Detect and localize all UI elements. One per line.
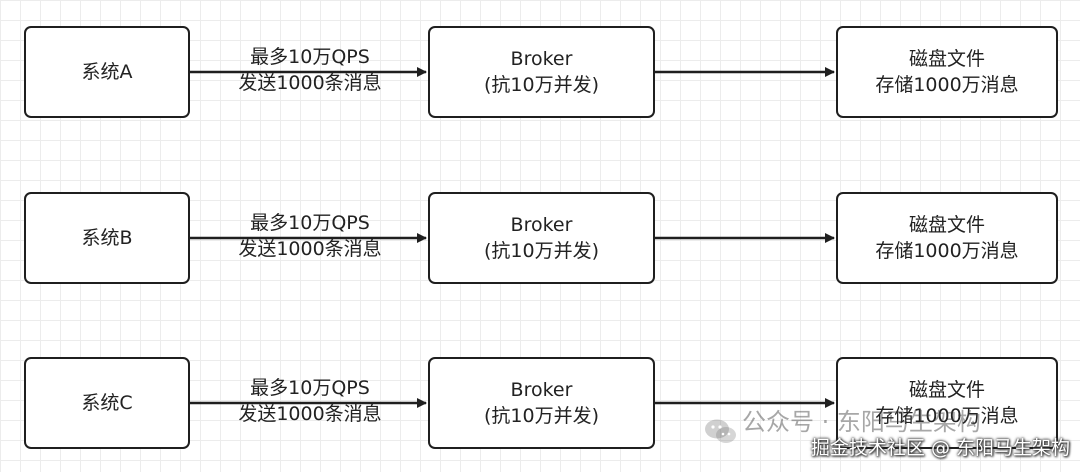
node-broker-b-title: Broker — [510, 214, 573, 236]
node-storage-c: 磁盘文件 存储1000万消息 — [836, 357, 1058, 449]
node-storage-b: 磁盘文件 存储1000万消息 — [836, 192, 1058, 284]
edge-label-c-line-2: 发送1000条消息 — [238, 403, 382, 425]
node-storage-a: 磁盘文件 存储1000万消息 — [836, 26, 1058, 118]
edge-label-a-line-1: 最多10万QPS — [250, 46, 370, 68]
node-broker-b: Broker (抗10万并发) — [428, 192, 655, 284]
credit-text: 掘金技术社区 @ 东阳马生架构 — [810, 437, 1070, 459]
node-storage-c-title: 磁盘文件 — [908, 379, 985, 401]
node-storage-c-subtitle: 存储1000万消息 — [875, 405, 1019, 427]
node-broker-b-subtitle: (抗10万并发) — [483, 240, 599, 262]
edge-label-b: 最多10万QPS 发送1000条消息 — [215, 210, 405, 262]
node-system-a-label: 系统A — [81, 61, 133, 83]
node-storage-a-subtitle: 存储1000万消息 — [875, 74, 1019, 96]
node-system-b: 系统B — [24, 192, 190, 284]
edge-label-a: 最多10万QPS 发送1000条消息 — [215, 44, 405, 96]
node-storage-a-title: 磁盘文件 — [908, 48, 985, 70]
node-system-c: 系统C — [24, 357, 190, 449]
node-system-c-label: 系统C — [81, 392, 133, 414]
edge-label-c-line-1: 最多10万QPS — [250, 377, 370, 399]
wechat-icon — [705, 419, 736, 443]
edge-label-c: 最多10万QPS 发送1000条消息 — [215, 375, 405, 427]
edge-label-a-line-2: 发送1000条消息 — [238, 72, 382, 94]
node-broker-a-subtitle: (抗10万并发) — [483, 74, 599, 96]
node-system-a: 系统A — [24, 26, 190, 118]
node-broker-a-title: Broker — [510, 48, 573, 70]
node-broker-c-subtitle: (抗10万并发) — [483, 405, 599, 427]
node-broker-c-title: Broker — [510, 379, 573, 401]
edge-label-b-line-2: 发送1000条消息 — [238, 238, 382, 260]
node-storage-b-title: 磁盘文件 — [908, 214, 985, 236]
edge-label-b-line-1: 最多10万QPS — [250, 212, 370, 234]
node-system-b-label: 系统B — [81, 227, 133, 249]
watermark-text: 公众号 · 东阳马生架构 — [742, 408, 981, 436]
node-storage-b-subtitle: 存储1000万消息 — [875, 240, 1019, 262]
node-broker-c: Broker (抗10万并发) — [428, 357, 655, 449]
node-broker-a: Broker (抗10万并发) — [428, 26, 655, 118]
